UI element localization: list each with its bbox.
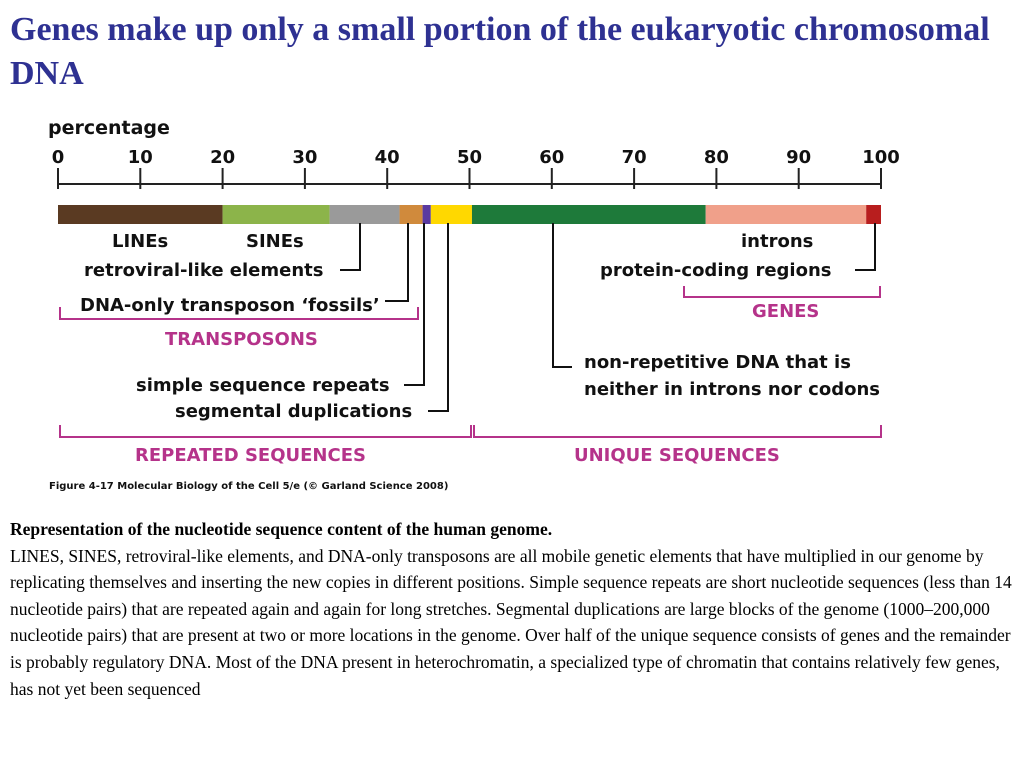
axis-label: percentage [48,117,170,139]
leader-retroviral [340,223,361,271]
leader-protein-coding [855,223,876,271]
sequence-bar [58,205,881,224]
leader-nonrepetitive [552,223,572,368]
label-nonrepetitive-2: neither in introns nor codons [584,379,880,400]
label-dna-only: DNA-only transposon ‘fossils’ [80,295,380,316]
label-protein-coding: protein-coding regions [600,260,832,281]
tick-label-0: 0 [52,147,65,168]
tick-label-60: 60 [539,147,564,168]
caption-heading: Representation of the nucleotide sequenc… [10,519,553,539]
repeated-bracket [59,425,472,438]
caption-body: LINES, SINES, retroviral-like elements, … [10,545,1012,699]
transposons-bracket [59,307,419,320]
segment-lines [58,205,223,224]
leader-lines-left [340,223,449,412]
segment-retroviral [329,205,400,224]
tick-label-50: 50 [457,147,482,168]
tick-label-10: 10 [128,147,153,168]
label-lines: LINEs [112,231,168,252]
label-repeated: REPEATED SEQUENCES [135,445,366,466]
tick-label-80: 80 [704,147,729,168]
label-introns: introns [741,231,813,252]
segment-dna_only [399,205,423,224]
segment-simple_repeats [422,205,431,224]
leader-lines-right [552,223,876,368]
leader-dna-only [385,223,409,302]
label-sines: SINEs [246,231,304,252]
label-unique: UNIQUE SEQUENCES [574,445,780,466]
tick-label-90: 90 [786,147,811,168]
label-segmental: segmental duplications [175,401,412,422]
tick-label-70: 70 [622,147,647,168]
tick-label-20: 20 [210,147,235,168]
figure-credit: Figure 4-17 Molecular Biology of the Cel… [49,481,448,492]
caption: Representation of the nucleotide sequenc… [10,516,1018,702]
leader-segmental [428,223,449,412]
segment-protein_coding [866,205,881,224]
segment-segmental [430,205,472,224]
segment-sines [222,205,330,224]
label-transposons: TRANSPOSONS [165,329,318,350]
leader-simple-repeats [404,223,425,386]
slide-title: Genes make up only a small portion of th… [10,11,990,92]
label-simple-repeats: simple sequence repeats [136,375,390,396]
tick-label-30: 30 [292,147,317,168]
genes-bracket [683,286,881,298]
label-nonrepetitive-1: non-repetitive DNA that is [584,352,851,373]
tick-label-100: 100 [862,147,900,168]
label-genes: GENES [752,301,819,322]
segment-introns [705,205,867,224]
unique-bracket [473,425,882,438]
segment-nonrepetitive [471,205,706,224]
brackets [59,286,882,438]
label-retroviral: retroviral-like elements [84,260,323,281]
axis-ticks: 0 10 20 30 40 50 60 70 80 90 100 [52,147,900,189]
tick-label-40: 40 [375,147,400,168]
